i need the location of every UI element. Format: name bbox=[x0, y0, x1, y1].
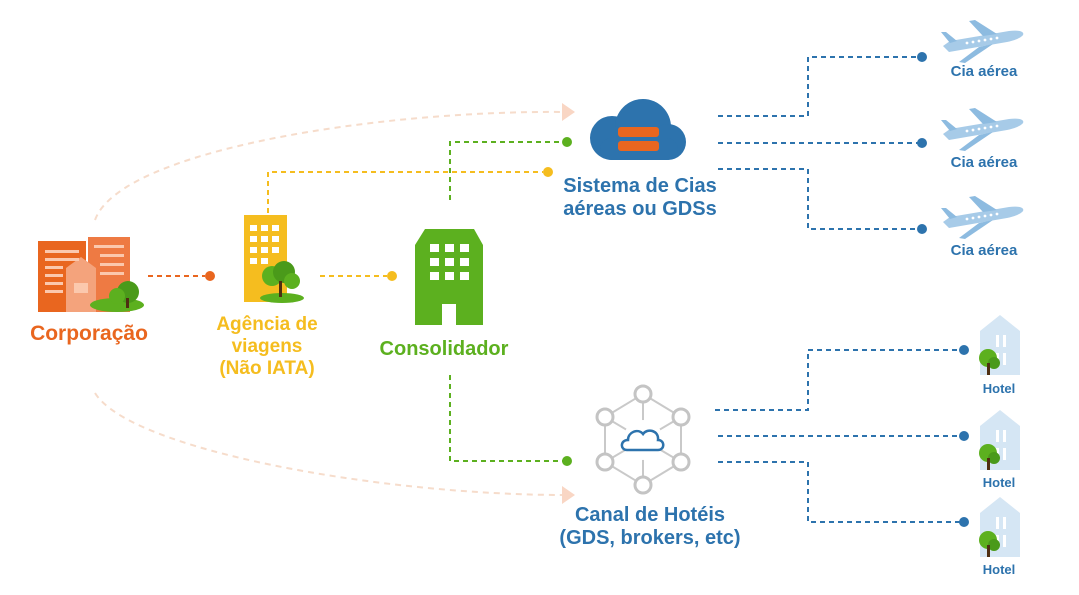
link-consolidator-gds bbox=[449, 141, 563, 200]
airline-label: Cia aérea bbox=[950, 63, 1018, 80]
link-consolidator-hotel-channel bbox=[449, 375, 563, 462]
hotel-building-icon bbox=[979, 497, 1020, 557]
link-gds-airline-3 bbox=[718, 168, 918, 230]
link-dot bbox=[387, 271, 397, 281]
buildings-icon bbox=[38, 237, 144, 312]
gds-label-line: Sistema de Cias bbox=[563, 175, 717, 197]
hotel-building-icon bbox=[979, 410, 1020, 470]
airline-label: Cia aérea bbox=[950, 242, 1018, 259]
gds-label: Sistema de Cias aéreas ou GDSs bbox=[540, 175, 740, 221]
link-dot bbox=[917, 138, 927, 148]
airplane-icon bbox=[941, 20, 1024, 63]
link-dot bbox=[959, 431, 969, 441]
airplane-icon bbox=[941, 108, 1024, 151]
link-dot bbox=[562, 456, 572, 466]
link-channel-hotel-3 bbox=[718, 461, 960, 523]
link-agency-gds bbox=[267, 171, 543, 213]
hotel-label: Hotel bbox=[982, 381, 1016, 396]
airline-label: Cia aérea bbox=[950, 154, 1018, 171]
agency-label-line: viagens bbox=[231, 335, 303, 357]
gds-label-line: aéreas ou GDSs bbox=[563, 198, 717, 220]
hotel-channel-label: Canal de Hotéis (GDS, brokers, etc) bbox=[540, 504, 760, 550]
hotel-label: Hotel bbox=[982, 562, 1016, 577]
cloud-network-icon bbox=[595, 384, 691, 495]
hotel-channel-label-line: Canal de Hotéis bbox=[574, 504, 726, 526]
link-dot bbox=[959, 345, 969, 355]
arc-corp-to-hotel-channel bbox=[94, 392, 566, 496]
link-channel-hotel-1 bbox=[715, 349, 960, 411]
arrow-icon bbox=[562, 486, 575, 504]
hotel-label: Hotel bbox=[982, 475, 1016, 490]
arrow-icon bbox=[562, 103, 575, 121]
link-dot bbox=[205, 271, 215, 281]
agency-label-line: Agência de bbox=[216, 314, 318, 335]
link-dot bbox=[917, 224, 927, 234]
airplane-icon bbox=[941, 196, 1024, 239]
corporation-label: Corporação bbox=[30, 322, 148, 345]
link-gds-airline-1 bbox=[718, 56, 918, 117]
hotel-building-icon bbox=[979, 315, 1020, 375]
tall-building-with-tree-icon bbox=[244, 215, 304, 303]
link-dot bbox=[917, 52, 927, 62]
arc-corp-to-gds bbox=[94, 110, 566, 221]
hotel-channel-label-line: (GDS, brokers, etc) bbox=[559, 527, 741, 549]
agency-label-line: (Não IATA) bbox=[219, 357, 315, 379]
link-dot bbox=[543, 167, 553, 177]
cloud-server-icon bbox=[590, 99, 686, 160]
agency-label: Agência de viagens (Não IATA) bbox=[192, 314, 342, 380]
link-dot bbox=[562, 137, 572, 147]
link-dot bbox=[959, 517, 969, 527]
green-building-icon bbox=[415, 229, 483, 325]
consolidator-label: Consolidador bbox=[379, 338, 509, 360]
